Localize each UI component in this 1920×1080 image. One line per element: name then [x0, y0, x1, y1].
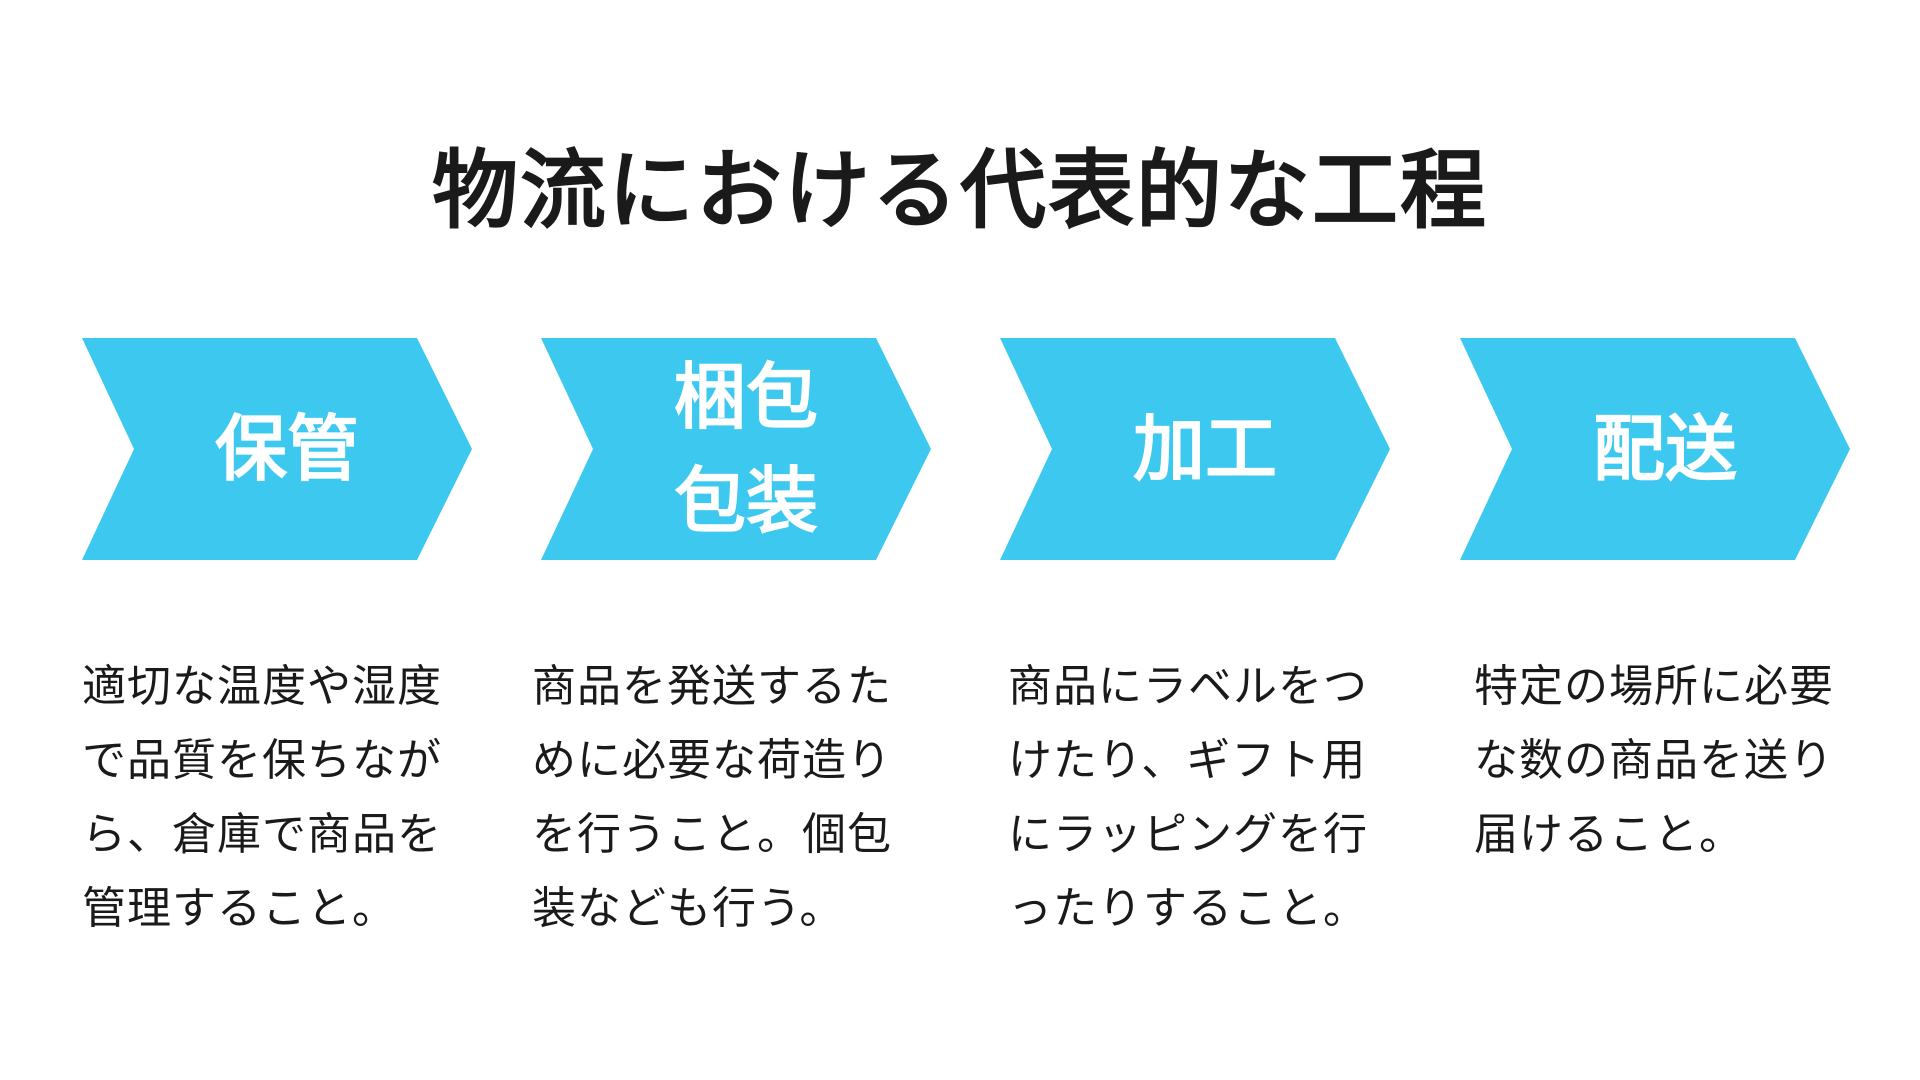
page-title: 物流における代表的な工程	[432, 141, 1488, 241]
chevron-step-delivery: 配送	[1460, 338, 1850, 560]
chevron-arrow-icon	[1000, 338, 1390, 560]
step-label-line: 配送	[1592, 406, 1737, 491]
step-label-line: 加工	[1132, 406, 1277, 491]
chevron-step-processing: 加工	[1000, 338, 1390, 560]
step-label: 梱包 包装	[596, 338, 896, 560]
step-label-line: 保管	[214, 406, 359, 491]
step-label-line: 包装	[673, 459, 818, 543]
step-label: 加工	[1055, 338, 1355, 560]
chevron-arrow-icon	[541, 338, 931, 560]
step-description-packing: 商品を発送するために必要な荷造りを行うこと。個包装なども行う。	[532, 661, 892, 934]
chevron-step-packing: 梱包 包装	[541, 338, 931, 560]
step-description-processing: 商品にラベルをつけたり、ギフト用にラッピングを行ったりすること。	[1008, 661, 1368, 934]
chevron-arrow-icon	[1460, 338, 1850, 560]
step-label: 保管	[137, 338, 437, 560]
step-label: 配送	[1515, 338, 1815, 560]
step-description-storage: 適切な温度や湿度で品質を保ちながら、倉庫で商品を管理すること。	[82, 661, 442, 934]
chevron-step-storage: 保管	[82, 338, 472, 560]
step-label-line: 梱包	[673, 354, 818, 439]
step-description-delivery: 特定の場所に必要な数の商品を送り届けること。	[1474, 661, 1834, 860]
chevron-arrow-icon	[82, 338, 472, 560]
